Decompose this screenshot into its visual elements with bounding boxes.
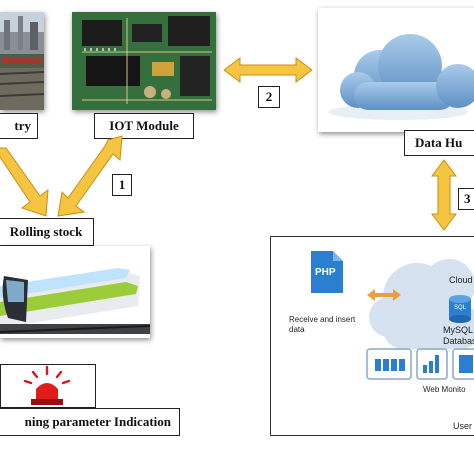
iot-module-label: IOT Module xyxy=(94,113,194,139)
sql-label: SQL xyxy=(454,305,467,311)
train-photo xyxy=(0,246,150,338)
warning-label: ning parameter Indication xyxy=(0,408,180,436)
siren-icon xyxy=(23,365,71,405)
iot-module-photo xyxy=(72,12,216,110)
mysql-line2: Databas xyxy=(443,336,474,346)
arrow-iot-datahub xyxy=(223,57,313,83)
cloud-label: Cloud xyxy=(449,275,473,285)
industry-photo xyxy=(0,12,44,110)
rolling-stock-label: Rolling stock xyxy=(0,218,94,246)
arrow-datahub-web xyxy=(431,159,457,231)
receive-text-line2: data xyxy=(289,325,305,334)
step-1-badge: 1 xyxy=(112,174,132,196)
industry-label: try xyxy=(0,113,38,139)
database-icon xyxy=(449,295,471,323)
arrow-industry-rolling xyxy=(0,147,49,217)
web-monitor-label: Web Monito xyxy=(423,385,466,394)
warning-frame xyxy=(0,364,96,408)
web-monitor-panel: PHP Receive and insert data Cloud SQL My… xyxy=(270,236,474,436)
php-label: PHP xyxy=(315,267,336,278)
step-3-badge: 3 xyxy=(458,188,474,210)
receive-text-line1: Receive and insert xyxy=(289,315,356,324)
step-2-badge: 2 xyxy=(258,86,280,108)
mysql-line1: MySQL xyxy=(443,325,474,335)
data-hub-photo xyxy=(318,8,474,132)
arrow-iot-rolling xyxy=(57,135,123,217)
users-label: User xyxy=(453,421,473,431)
data-hub-label: Data Hu xyxy=(404,130,474,156)
